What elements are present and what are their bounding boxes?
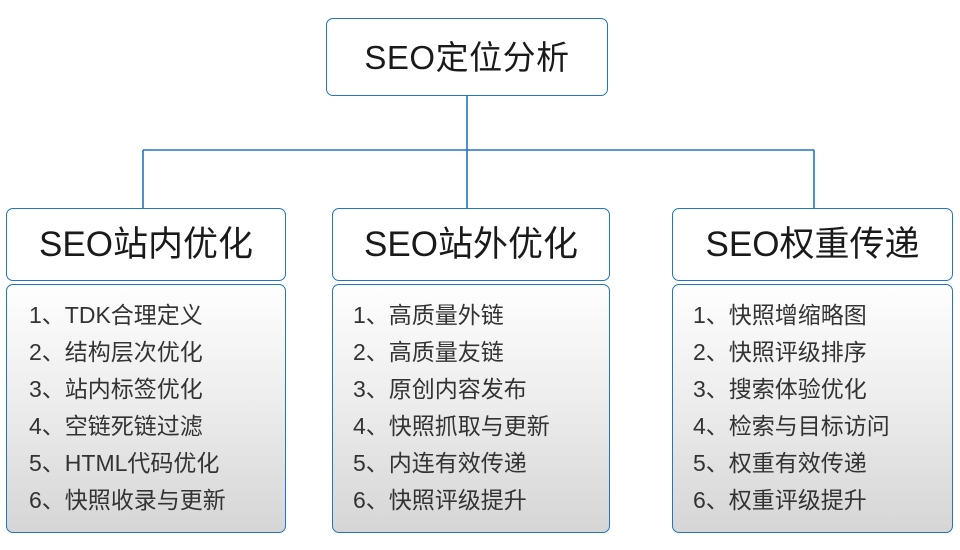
branch-column-2: SEO站外优化 1、高质量外链 2、高质量友链 3、原创内容发布 4、快照抓取与… [332,208,610,533]
list-item: 3、搜索体验优化 [693,376,867,402]
list-item: 2、结构层次优化 [29,339,203,365]
list-item: 5、权重有效传递 [693,450,867,476]
list-item: 2、快照评级排序 [693,339,867,365]
list-item: 1、TDK合理定义 [29,302,203,328]
list-item: 6、快照收录与更新 [29,487,226,513]
list-item: 4、快照抓取与更新 [353,413,550,439]
branch-header-label-2: SEO站外优化 [364,225,578,264]
list-item: 1、高质量外链 [353,302,504,328]
list-item: 6、权重评级提升 [693,487,867,513]
branch-column-1: SEO站内优化 1、TDK合理定义 2、结构层次优化 3、站内标签优化 4、空链… [6,208,286,533]
branch-column-3: SEO权重传递 1、快照增缩略图 2、快照评级排序 3、搜索体验优化 4、检索与… [672,208,953,533]
branch-header-2[interactable]: SEO站外优化 [332,208,610,281]
branch-header-1[interactable]: SEO站内优化 [6,208,286,281]
branch-list-1: 1、TDK合理定义 2、结构层次优化 3、站内标签优化 4、空链死链过滤 5、H… [6,284,286,533]
list-item: 3、站内标签优化 [29,376,203,402]
list-item: 2、高质量友链 [353,339,504,365]
list-item: 4、空链死链过滤 [29,413,203,439]
root-node[interactable]: SEO定位分析 [326,18,608,96]
root-node-label: SEO定位分析 [364,38,570,76]
branch-header-label-3: SEO权重传递 [705,225,920,264]
branch-header-label-1: SEO站内优化 [39,225,253,264]
branch-list-2: 1、高质量外链 2、高质量友链 3、原创内容发布 4、快照抓取与更新 5、内连有… [332,284,610,533]
list-item: 3、原创内容发布 [353,376,527,402]
list-item: 6、快照评级提升 [353,487,527,513]
list-item: 5、内连有效传递 [353,450,527,476]
list-item: 4、检索与目标访问 [693,413,890,439]
list-item: 5、HTML代码优化 [29,450,220,476]
list-item: 1、快照增缩略图 [693,302,867,328]
branch-list-3: 1、快照增缩略图 2、快照评级排序 3、搜索体验优化 4、检索与目标访问 5、权… [672,284,953,533]
branch-header-3[interactable]: SEO权重传递 [672,208,953,281]
